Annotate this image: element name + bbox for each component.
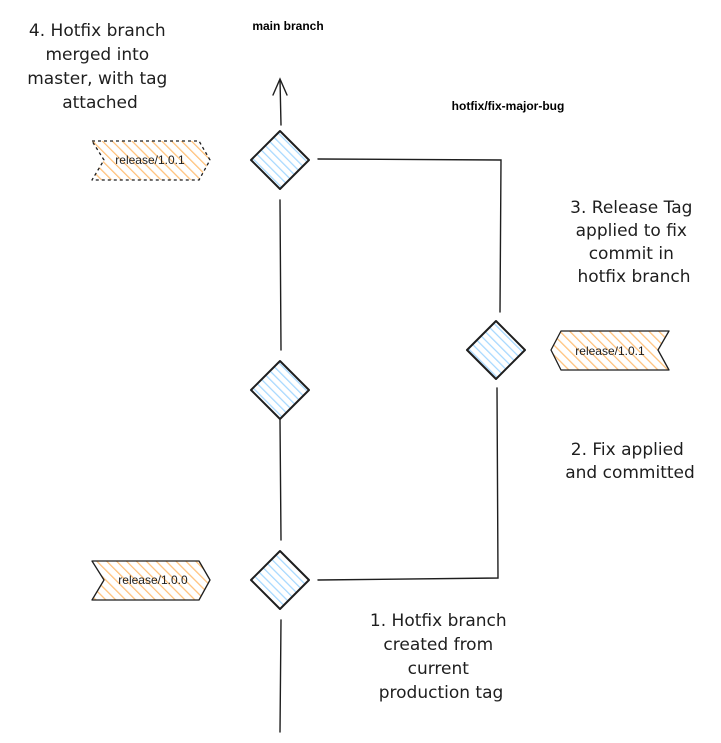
tag-main-top-label: release/1.0.1 (115, 153, 185, 167)
main-branch-label: main branch (252, 19, 323, 33)
hotfix-branch-line-lower (317, 387, 499, 581)
note-step4: 4. Hotfix branch merged into master, wit… (27, 21, 173, 113)
main-branch-line (279, 79, 282, 733)
tag-main-bottom-label: release/1.0.0 (118, 573, 188, 587)
note-step3: 3. Release Tag applied to fix commit in … (570, 198, 698, 287)
tag-main-top: release/1.0.1 (91, 140, 211, 181)
arrow-head-icon (272, 77, 288, 96)
note-step1: 1. Hotfix branch created from current pr… (370, 611, 512, 703)
tag-hotfix: release/1.0.1 (550, 330, 670, 371)
tag-main-bottom: release/1.0.0 (91, 560, 211, 601)
hotfix-branch-line-upper (317, 158, 502, 313)
hotfix-branch-label: hotfix/fix-major-bug (452, 99, 565, 113)
commit-main-bottom (250, 550, 310, 610)
note-step2: 2. Fix applied and committed (565, 440, 695, 483)
tag-hotfix-label: release/1.0.1 (575, 344, 645, 358)
commit-main-top (250, 130, 310, 190)
commit-hotfix-fix (466, 320, 526, 380)
commit-main-middle (250, 360, 310, 420)
